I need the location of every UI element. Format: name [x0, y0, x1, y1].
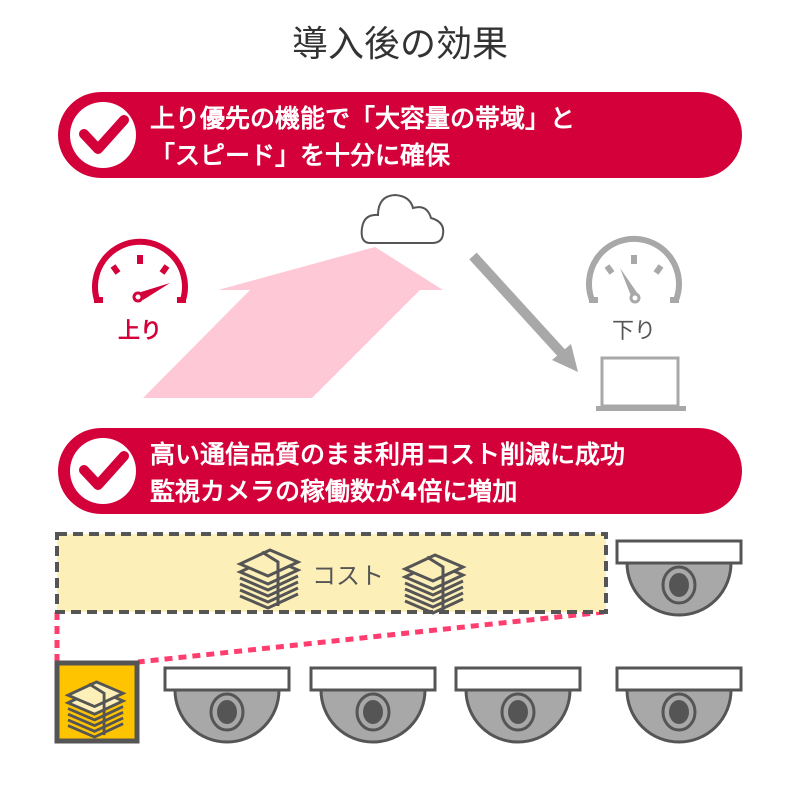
download-arrow	[469, 252, 578, 372]
camera-icon	[615, 666, 743, 744]
download-gauge-icon	[586, 235, 682, 304]
cost-box-before	[55, 532, 608, 614]
camera-icon	[615, 539, 743, 617]
check-icon	[70, 438, 136, 504]
laptop-icon	[596, 356, 686, 411]
upload-gauge-icon	[92, 238, 188, 303]
download-label: 下り	[612, 319, 656, 344]
upload-label: 上り	[118, 319, 162, 344]
page-title: 導入後の効果	[292, 24, 508, 65]
cost-label: コスト	[312, 562, 384, 590]
banner-line: 監視カメラの稼働数が4倍に増加	[150, 477, 517, 506]
upload-arrow	[143, 247, 443, 398]
camera-icon	[309, 666, 437, 744]
banner-background	[58, 428, 742, 514]
banner-cost: 高い通信品質のまま利用コスト削減に成功 監視カメラの稼働数が4倍に増加	[58, 428, 742, 514]
banner-background	[58, 92, 742, 178]
camera-icon	[454, 666, 582, 744]
banner-line: 高い通信品質のまま利用コスト削減に成功	[150, 440, 625, 469]
check-icon	[70, 102, 136, 168]
cost-connector-lines	[54, 609, 605, 665]
cloud-icon	[360, 193, 445, 244]
banner-line: 上り優先の機能で「大容量の帯域」と	[150, 104, 575, 133]
camera-icon	[163, 666, 291, 744]
banner-line: 「スピード」を十分に確保	[150, 141, 451, 170]
banner-bandwidth: 上り優先の機能で「大容量の帯域」と 「スピード」を十分に確保	[58, 92, 742, 178]
